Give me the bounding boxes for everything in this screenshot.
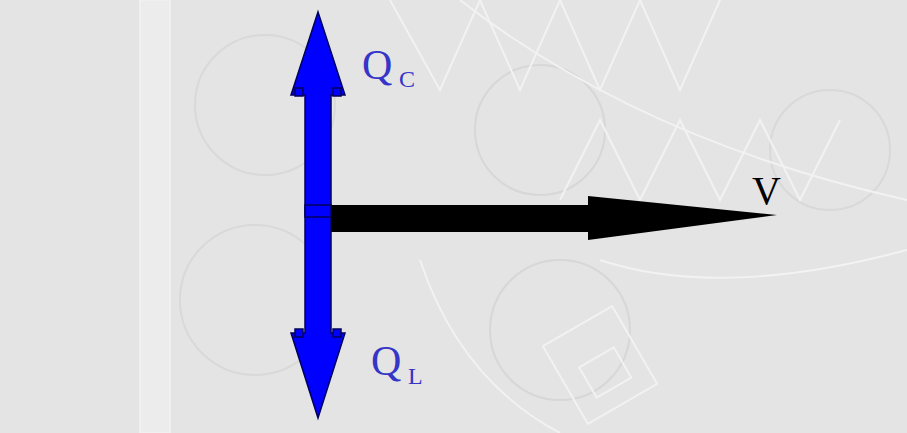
subscript: L bbox=[408, 364, 423, 388]
quantity-symbol: Q bbox=[362, 44, 392, 86]
voltage-arrow bbox=[305, 196, 777, 240]
phasor-name: V bbox=[752, 171, 781, 211]
subscript: C bbox=[399, 67, 415, 91]
quantity-symbol: Q bbox=[371, 340, 401, 382]
faded-photo bbox=[140, 0, 907, 433]
